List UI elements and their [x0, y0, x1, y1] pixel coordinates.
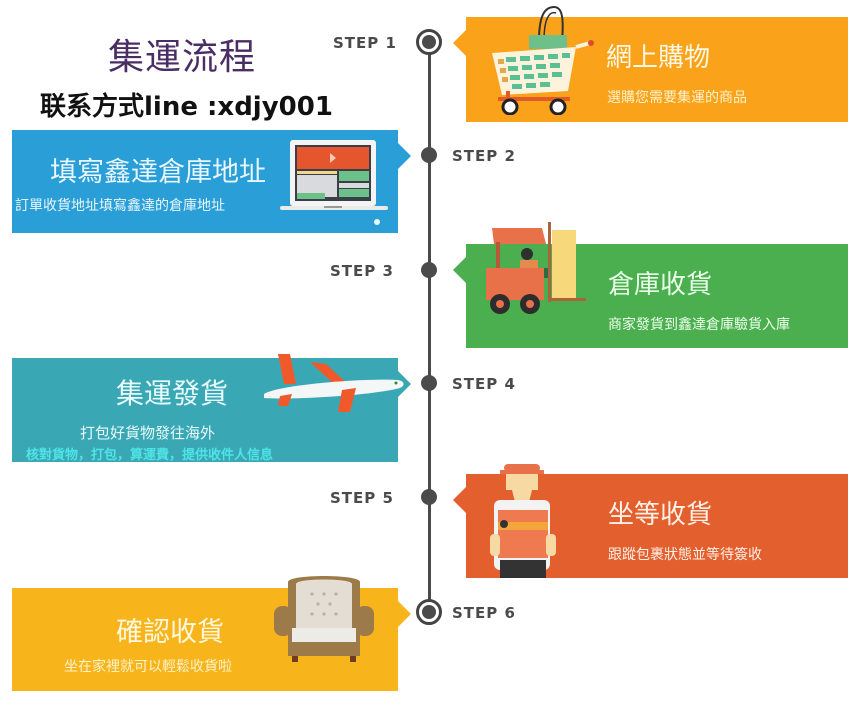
step-3-label: STEP 3 [330, 262, 394, 280]
step-6-marker [416, 599, 442, 625]
step-2-subtitle: 訂單收貨地址填寫鑫達的倉庫地址 [15, 198, 225, 214]
step-4-card: 集運發貨 打包好貨物發往海外 核對貨物，打包，算運費，提供收件人信息 [12, 354, 411, 463]
step-1-subtitle: 選購您需要集運的商品 [607, 90, 747, 106]
step-5-subtitle: 跟蹤包裹狀態並等待簽收 [608, 547, 762, 563]
airplane-icon [264, 354, 404, 412]
contact-info: 联系方式line :xdjy001 [40, 92, 333, 122]
step-1-label: STEP 1 [333, 34, 397, 52]
notch [397, 600, 411, 628]
notch [453, 29, 467, 57]
step-5-marker [421, 489, 437, 505]
step-2-title: 填寫鑫達倉庫地址 [50, 157, 266, 188]
step-3-title: 倉庫收貨 [608, 270, 713, 300]
forklift-icon [486, 222, 586, 314]
armchair-icon [274, 576, 374, 662]
timeline-line [428, 42, 431, 612]
step-2-label: STEP 2 [452, 147, 516, 165]
step-4-label: STEP 4 [452, 375, 516, 393]
notch [453, 486, 467, 514]
laptop-icon [280, 140, 388, 225]
step-4-subtitle: 打包好貨物發往海外 [80, 424, 216, 442]
notch [397, 370, 411, 398]
step-4-note: 核對貨物，打包，算運費，提供收件人信息 [26, 448, 274, 463]
delivery-man-icon [490, 464, 556, 578]
step-6-card: 確認收貨 坐在家裡就可以輕鬆收貨啦 [12, 576, 411, 691]
step-3-card: 倉庫收貨 商家發貨到鑫達倉庫驗貨入庫 [453, 222, 848, 348]
step-6-title: 確認收貨 [116, 617, 224, 648]
step-1-title: 網上購物 [606, 43, 711, 73]
notch [453, 256, 467, 284]
step-1-marker [416, 29, 442, 55]
step-4-marker [421, 375, 437, 391]
step-6-subtitle: 坐在家裡就可以輕鬆收貨啦 [64, 659, 232, 675]
step-6-label: STEP 6 [452, 604, 516, 622]
notch [397, 142, 411, 170]
step-1-card: 網上購物 選購您需要集運的商品 [453, 5, 848, 122]
shopping-cart-icon [492, 5, 594, 115]
step-3-subtitle: 商家發貨到鑫達倉庫驗貨入庫 [608, 317, 790, 333]
step-3-marker [421, 262, 437, 278]
step-5-title: 坐等收貨 [608, 500, 713, 530]
step-5-card: 坐等收貨 跟蹤包裹狀態並等待簽收 [453, 464, 848, 578]
step-2-marker [421, 147, 437, 163]
step-4-title: 集運發貨 [116, 377, 229, 410]
step-2-card: 填寫鑫達倉庫地址 訂單收貨地址填寫鑫達的倉庫地址 [12, 130, 411, 233]
page-title: 集運流程 [108, 37, 257, 78]
step-5-label: STEP 5 [330, 489, 394, 507]
